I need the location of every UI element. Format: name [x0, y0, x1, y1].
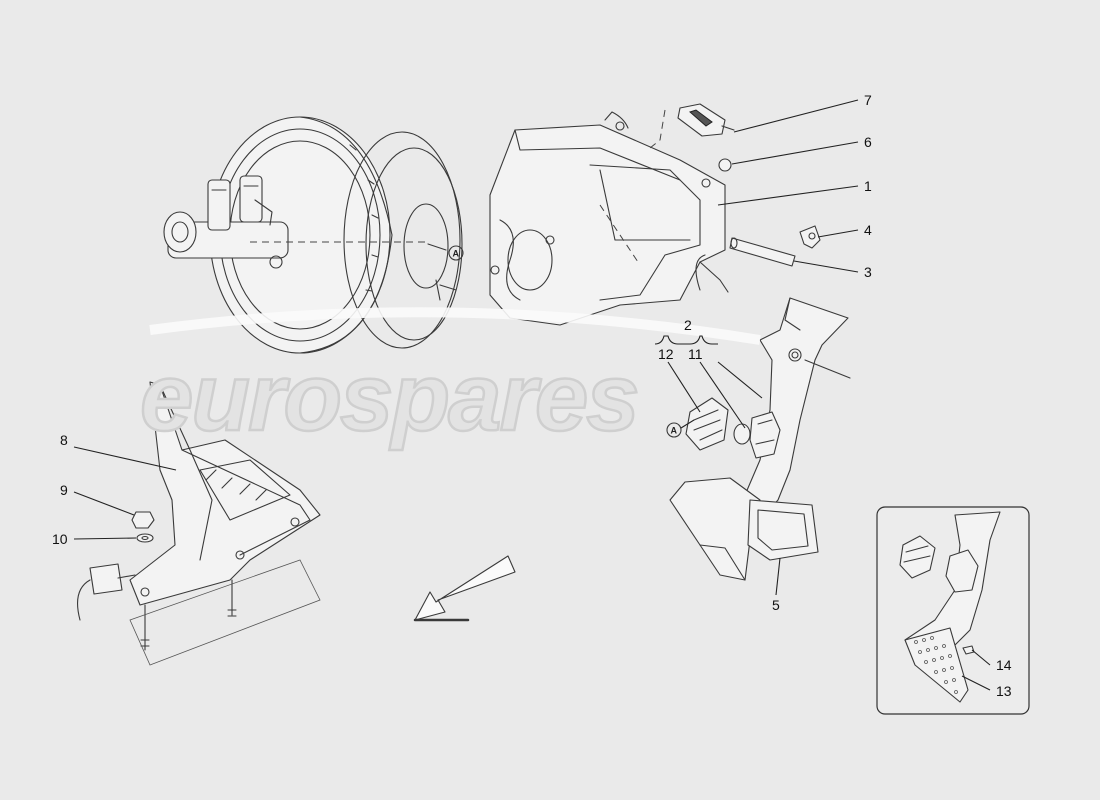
callout-7: 7 — [864, 92, 872, 108]
nut-part-9 — [131, 511, 155, 529]
callout-12: 12 — [658, 346, 674, 362]
detail-inset — [876, 506, 1030, 715]
pivot-pin — [729, 237, 796, 267]
footrest-bracket — [129, 381, 321, 666]
pedal-switch — [677, 103, 735, 137]
connector-harness — [77, 563, 136, 621]
washer-part-10 — [136, 533, 154, 543]
callout-3: 3 — [864, 264, 872, 280]
direction-arrow — [413, 555, 516, 622]
svg-text:eurospares: eurospares — [140, 344, 638, 451]
leader-lines — [73, 99, 991, 691]
pedal-box-housing — [489, 111, 729, 326]
svg-text:A: A — [671, 426, 678, 436]
callout-1: 1 — [864, 178, 872, 194]
nut-part-6 — [718, 158, 732, 172]
master-cylinder — [163, 175, 289, 269]
watermark: eurospares — [139, 307, 761, 452]
callout-numbers: 7 6 1 4 3 2 12 11 5 8 9 10 14 13 — [52, 92, 1012, 699]
reference-marker-a-upper: A — [427, 243, 464, 261]
callout-4: 4 — [864, 222, 872, 238]
brake-pedal-arm — [669, 297, 851, 581]
callout-10: 10 — [52, 531, 68, 547]
callout-6: 6 — [864, 134, 872, 150]
callout-11: 11 — [688, 346, 703, 362]
callout-8: 8 — [60, 432, 68, 448]
callout-14: 14 — [996, 657, 1012, 673]
callout-9: 9 — [60, 482, 68, 498]
callout-5: 5 — [772, 597, 780, 613]
retaining-clip — [799, 225, 821, 249]
reference-marker-a-lower: A — [666, 419, 695, 438]
pedal-sensor-parts — [685, 397, 781, 459]
pedal-pad-rubber — [747, 499, 819, 561]
callout-2: 2 — [684, 317, 692, 333]
svg-text:A: A — [453, 249, 460, 259]
callout-13: 13 — [996, 683, 1012, 699]
